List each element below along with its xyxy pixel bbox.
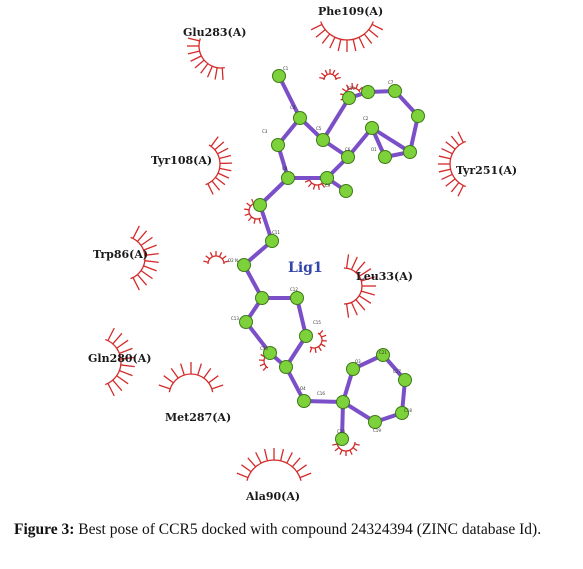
hydrophobic-arc bbox=[158, 362, 224, 393]
atom-label: C8 bbox=[282, 166, 288, 171]
atom bbox=[365, 121, 379, 135]
atom bbox=[336, 395, 350, 409]
atom-label: C11 bbox=[272, 230, 280, 235]
residue-label: Glu283(A) bbox=[183, 26, 246, 39]
atom-label: C18 bbox=[404, 408, 412, 413]
atom bbox=[403, 145, 417, 159]
atom bbox=[255, 291, 269, 305]
hydrophobic-arc bbox=[236, 448, 312, 481]
atom-label: N bbox=[235, 258, 238, 263]
atom bbox=[299, 329, 313, 343]
atom bbox=[376, 348, 390, 362]
atom bbox=[342, 91, 356, 105]
hydrophobic-arc bbox=[343, 254, 376, 318]
caption-label: Figure 3: bbox=[14, 521, 75, 538]
contact-spike bbox=[309, 330, 328, 353]
hydrophobic-arc bbox=[438, 131, 467, 197]
atom-label: C3 bbox=[262, 129, 268, 134]
atom bbox=[271, 138, 285, 152]
atom bbox=[361, 85, 375, 99]
residue-label: Tyr251(A) bbox=[456, 164, 517, 177]
residue-label: Phe109(A) bbox=[318, 5, 383, 18]
atom-label: O2 bbox=[228, 258, 234, 263]
residue-label: Met287(A) bbox=[165, 411, 231, 424]
atom-label: C1 bbox=[283, 66, 289, 71]
hydrophobic-arc bbox=[104, 327, 135, 397]
atom bbox=[411, 109, 425, 123]
atom bbox=[263, 346, 277, 360]
hydrophobic-arc bbox=[130, 225, 159, 291]
bond bbox=[321, 96, 351, 142]
atom bbox=[279, 360, 293, 374]
atom bbox=[293, 111, 307, 125]
contact-spike bbox=[332, 441, 360, 456]
ligand-atoms bbox=[237, 69, 425, 446]
residue-labels: Phe109(A) Glu283(A) Tyr108(A) Tyr251(A) Trp8… bbox=[88, 5, 517, 503]
contact-spike bbox=[203, 251, 229, 265]
atom-label: O1 bbox=[371, 147, 377, 152]
residue-label: Ala90(A) bbox=[245, 490, 300, 503]
atom-label: C13 bbox=[231, 316, 239, 321]
hydrophobic-arc bbox=[310, 21, 384, 52]
atom-label: C12 bbox=[290, 287, 298, 292]
residue-label: Trp86(A) bbox=[93, 248, 148, 261]
atom-label: C16 bbox=[317, 391, 325, 396]
contact-spike bbox=[319, 69, 341, 81]
residue-label: Leu33(A) bbox=[356, 270, 413, 283]
atom-label: C15 bbox=[313, 320, 321, 325]
atom bbox=[335, 432, 349, 446]
ligand-bonds bbox=[242, 74, 420, 441]
atom bbox=[265, 234, 279, 248]
atom bbox=[378, 150, 392, 164]
atom bbox=[290, 291, 304, 305]
atom bbox=[398, 373, 412, 387]
atom-label: C2 bbox=[363, 116, 369, 121]
atom-label: C14 bbox=[260, 346, 268, 351]
atom-label: C20 bbox=[337, 429, 345, 434]
ligand-name: Lig1 bbox=[288, 260, 323, 276]
hydrophobic-arc bbox=[187, 37, 225, 80]
figure-caption: Figure 3: Best pose of CCR5 docked with … bbox=[14, 519, 576, 540]
hydrophobic-arc bbox=[205, 136, 233, 195]
atom-label: C17 bbox=[393, 369, 401, 374]
atom-label: C7 bbox=[388, 80, 394, 85]
atom bbox=[239, 315, 253, 329]
atom bbox=[320, 171, 334, 185]
atom bbox=[368, 415, 382, 429]
atom-label: O4 bbox=[300, 386, 306, 391]
atom bbox=[272, 69, 286, 83]
atom bbox=[339, 184, 353, 198]
bond bbox=[370, 126, 412, 154]
atom-label: C10 bbox=[347, 86, 355, 91]
atom-label: C9 bbox=[325, 183, 331, 188]
atom-label: C4 bbox=[290, 105, 296, 110]
atom bbox=[395, 406, 409, 420]
atom-label: O3 bbox=[355, 359, 361, 364]
atom bbox=[316, 133, 330, 147]
residue-label: Tyr108(A) bbox=[151, 154, 212, 167]
atom bbox=[388, 84, 402, 98]
atom bbox=[346, 362, 360, 376]
residue-label: Gln280(A) bbox=[88, 352, 151, 365]
atom-label: C19 bbox=[373, 428, 381, 433]
atom-label: C21 bbox=[379, 350, 387, 355]
atom bbox=[281, 171, 295, 185]
bond bbox=[277, 74, 302, 120]
atom bbox=[253, 198, 267, 212]
contact-spike bbox=[244, 198, 262, 224]
atom-label: C5 bbox=[316, 126, 322, 131]
atom bbox=[341, 150, 355, 164]
atom bbox=[237, 258, 251, 272]
atom-label: C6 bbox=[345, 147, 351, 152]
atom bbox=[297, 394, 311, 408]
caption-text: Best pose of CCR5 docked with compound 2… bbox=[74, 521, 542, 538]
